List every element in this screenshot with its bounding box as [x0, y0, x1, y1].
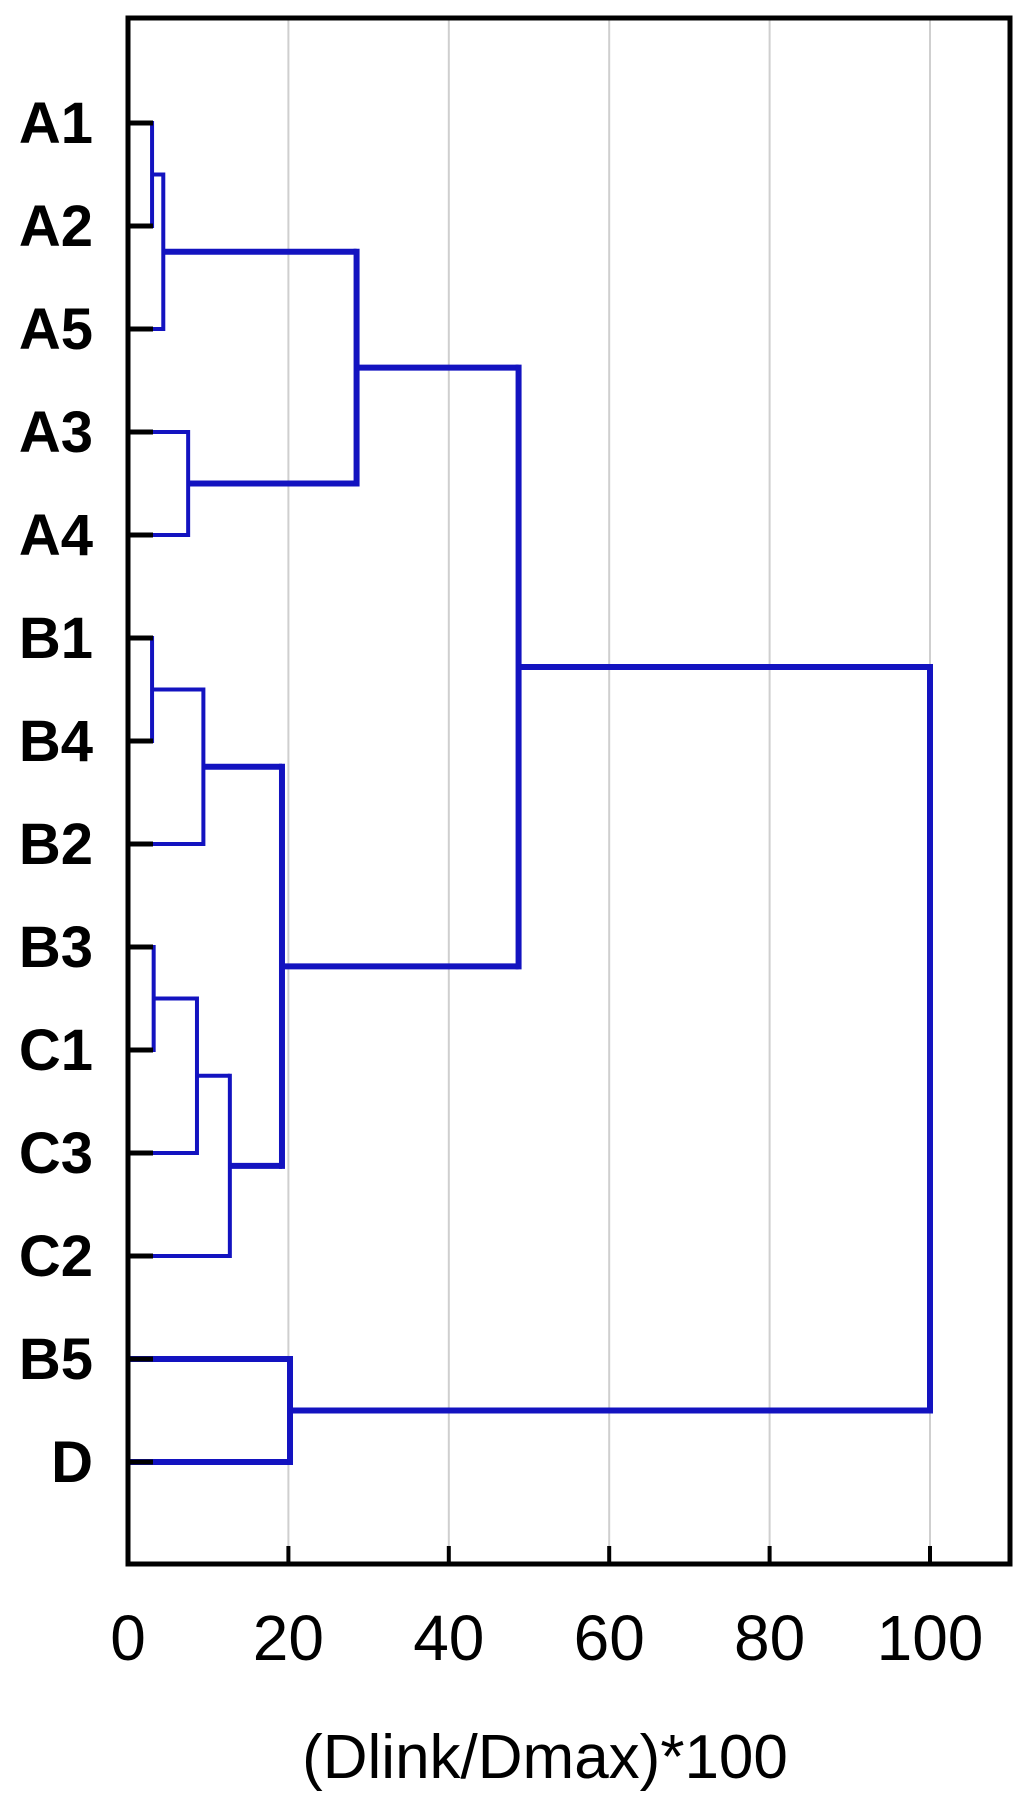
leaf-label-A5: A5 — [19, 297, 93, 362]
leaf-label-B2: B2 — [19, 812, 93, 877]
x-tick-label-20: 20 — [253, 1602, 324, 1674]
leaf-label-C3: C3 — [19, 1121, 93, 1186]
x-tick-label-40: 40 — [413, 1602, 484, 1674]
x-tick-label-80: 80 — [734, 1602, 805, 1674]
dendrogram-branches — [127, 121, 933, 1465]
leaf-label-A3: A3 — [19, 400, 93, 465]
leaf-label-A4: A4 — [19, 503, 93, 568]
leaf-label-D: D — [51, 1430, 93, 1495]
leaf-label-B1: B1 — [19, 606, 93, 671]
leaf-label-A2: A2 — [19, 194, 93, 259]
x-tick-label-60: 60 — [574, 1602, 645, 1674]
gridlines — [287, 20, 931, 1562]
leaf-label-B3: B3 — [19, 915, 93, 980]
leaf-label-C2: C2 — [19, 1224, 93, 1289]
x-tick-label-0: 0 — [110, 1602, 146, 1674]
leaf-label-A1: A1 — [19, 91, 93, 156]
x-axis-title: (Dlink/Dmax)*100 — [302, 1723, 788, 1792]
plot-border — [125, 15, 1013, 1567]
x-tick-label-100: 100 — [877, 1602, 984, 1674]
axis-ticks — [130, 120, 932, 1562]
leaf-label-B5: B5 — [19, 1327, 93, 1392]
leaf-label-B4: B4 — [19, 709, 93, 774]
leaf-label-C1: C1 — [19, 1018, 93, 1083]
